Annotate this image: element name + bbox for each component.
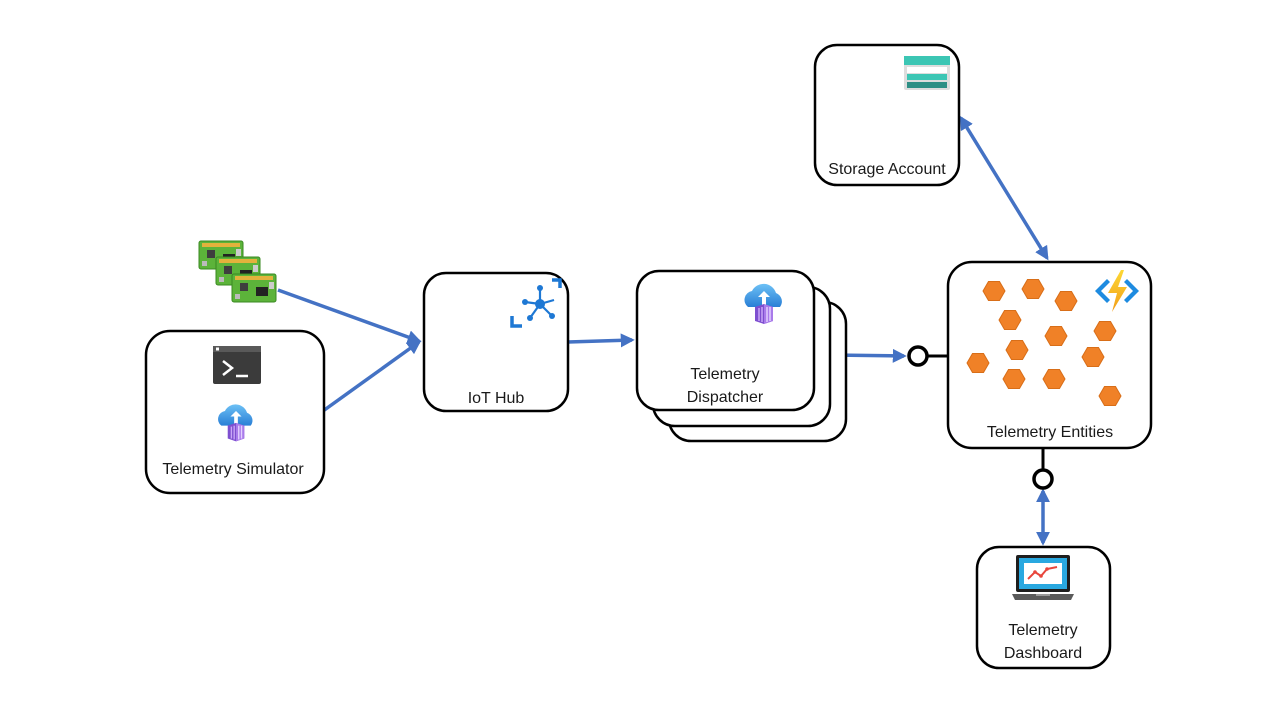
node-telemetry-entities[interactable]: Telemetry Entities [946,260,1153,450]
node-telemetry-dispatcher[interactable]: Telemetry Dispatcher [635,269,848,443]
storage-account-icon [904,56,950,90]
laptop-chart-icon [1012,555,1074,600]
edges [277,115,1054,546]
telemetry-entities-label: Telemetry Entities [987,424,1113,441]
terminal-icon [213,346,261,384]
storage-account-label: Storage Account [828,161,946,178]
node-storage-account[interactable]: Storage Account [813,43,961,187]
telemetry-simulator-label: Telemetry Simulator [162,461,304,478]
edge-simulator-to-iothub [321,340,422,413]
edge-iothub-to-dispatcher [567,333,635,348]
edge-devices-to-iothub [277,288,422,344]
telemetry-dispatcher-label-line2: Dispatcher [687,389,764,406]
iot-hub-label: IoT Hub [468,390,525,407]
node-iot-hub[interactable]: IoT Hub [422,271,570,413]
telemetry-dashboard-label-line2: Dashboard [1004,645,1082,662]
telemetry-dashboard-label-line1: Telemetry [1008,622,1077,639]
azure-functions-icon [1095,270,1139,312]
interface-circle-entities-input [907,345,929,367]
telemetry-dispatcher-label-line1: Telemetry [690,366,759,383]
iot-hub-icon [510,278,562,328]
interface-circle-entities-output [1032,468,1054,490]
edge-entities-storage [959,115,1049,261]
node-telemetry-simulator[interactable]: Telemetry Simulator [144,329,326,495]
node-telemetry-dashboard[interactable]: Telemetry Dashboard [975,545,1112,670]
iot-devices-icon [198,240,277,303]
